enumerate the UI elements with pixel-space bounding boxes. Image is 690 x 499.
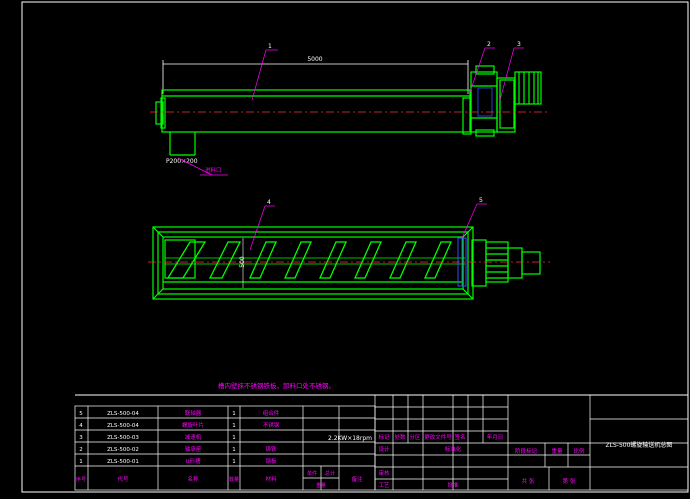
plan-view: 500 [148,226,550,300]
standardization-label: 标准化 [445,445,462,453]
part-row-name: 轴承座 [185,445,202,453]
part-row-qty: 1 [232,411,236,417]
parts-header-name: 名称 [187,475,199,483]
part-row-name: 减速机 [185,433,202,441]
parts-list-rows: 5 ZLS-500-04 联轴器 1 组合件 4 ZLS-500-04 螺旋叶片… [76,409,363,489]
callouts-top [251,47,524,101]
rev-header-count: 处数 [394,433,406,441]
inlet-note: 进料口 [205,166,222,174]
part-row-code: ZLS-500-04 [107,411,139,417]
part-row-material: 钢板 [265,457,277,465]
motor-note: 2.2KW×18rpm [328,435,372,442]
rev-header-zone: 分区 [409,433,421,441]
parts-header-total: 总计 [325,470,335,477]
stage-mark-label: 阶段标记 [515,447,538,455]
part-row-qty: 1 [232,435,236,441]
rev-header-sign: 签名 [454,433,465,441]
stage-scale-label: 比例 [573,447,585,455]
trough-plan [152,226,541,300]
role-review: 审核 [378,469,390,477]
sheet-total: 共 张 [522,477,535,485]
role-design: 设计 [378,445,390,453]
part-row-name: 螺旋叶片 [182,421,204,429]
part-row-code: ZLS-500-01 [107,459,139,465]
part-row-qty: 1 [232,459,236,465]
parts-header-code: 代号 [117,475,129,483]
parts-header-unit: 单件 [307,470,317,477]
side-view: 5000 [150,56,548,176]
tech-note: 槽内壁抹不锈钢铁板，卸料口处不锈钢。 [218,381,335,390]
drawing-title: ZLS-500螺旋输送机总图 [606,441,673,449]
sheet-number: 第 张 [563,477,576,485]
callout-3: 3 [517,41,521,48]
inlet-label: P200×200 [166,158,198,165]
length-dim-text: 5000 [307,56,322,63]
part-row-material: 铸铁 [265,445,277,453]
part-row-no: 2 [79,447,83,453]
rev-header-mark: 标记 [378,433,390,441]
callouts-plan [249,203,487,251]
role-process: 工艺 [378,482,390,489]
parts-header-no: 序号 [76,476,86,483]
drive-blue-detail [477,87,493,117]
part-row-no: 1 [79,459,83,465]
part-row-no: 5 [79,411,83,417]
screw-flights [165,241,465,279]
part-row-material: 组合件 [263,409,280,417]
parts-header-qty: 数量 [229,476,239,483]
part-row-code: ZLS-500-03 [107,435,139,441]
part-row-name: 联轴器 [185,409,202,417]
part-row-name: U形槽 [185,457,201,465]
inlet-leader [177,157,213,176]
approve-label: 批准 [447,481,459,489]
trough-side [155,65,542,156]
title-block-text: 标记 处数 分区 更改文件号 签名 年月日 设计 审核 工艺 标准化 批准 阶段… [378,433,672,489]
parts-header-weight: 重量 [316,482,326,489]
drawing-frame [21,1,689,493]
part-row-no: 4 [79,423,83,429]
stage-weight-label: 重量 [551,447,563,455]
callout-2: 2 [487,41,491,48]
width-dim-text: 500 [239,256,246,268]
parts-header-remark: 备注 [351,475,363,483]
callout-1: 1 [268,43,272,50]
part-row-material: 不锈钢 [263,421,280,429]
part-row-code: ZLS-500-04 [107,423,139,429]
length-dimension [162,60,469,94]
callout-4: 4 [267,199,271,206]
part-row-qty: 1 [232,423,236,429]
part-row-code: ZLS-500-02 [107,447,139,453]
part-row-no: 3 [79,435,83,441]
callout-5: 5 [479,197,483,204]
title-block-grid [374,394,689,491]
parts-list-grid [74,405,376,491]
rev-header-doc: 更改文件号 [424,433,452,441]
part-row-qty: 1 [232,447,236,453]
rev-header-date: 年月日 [487,433,504,441]
parts-header-material: 材料 [265,475,277,483]
